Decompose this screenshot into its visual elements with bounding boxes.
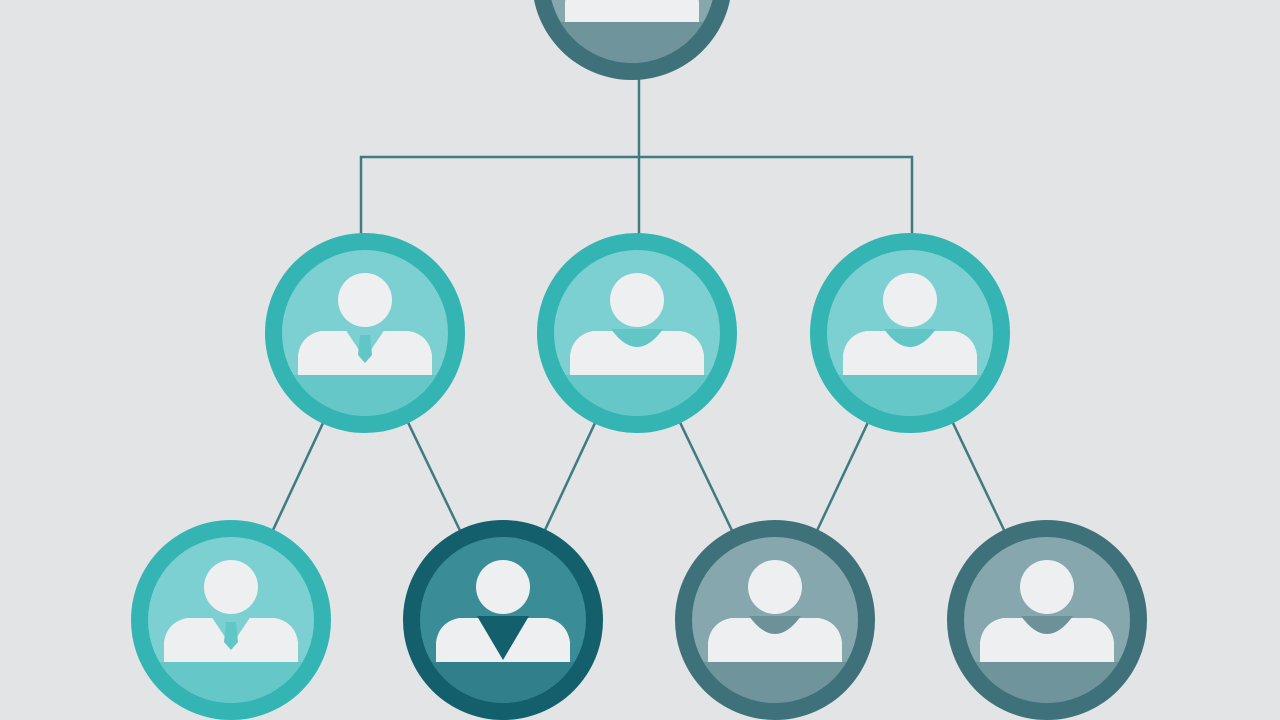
person-node-m2 xyxy=(537,233,737,433)
person-node-b2 xyxy=(403,520,603,720)
person-node-b4 xyxy=(947,520,1147,720)
person-node-b1 xyxy=(131,520,331,720)
connector-m3-to-b3 xyxy=(815,420,870,533)
org-chart-nodes xyxy=(131,0,1147,720)
person-node-b3 xyxy=(675,520,875,720)
connector-lines xyxy=(270,76,1007,534)
connector-m1-to-b2 xyxy=(405,419,463,534)
connector-m1-to-b1 xyxy=(270,420,326,533)
person-node-m1 xyxy=(265,233,465,433)
connector-top-to-middle xyxy=(359,76,914,234)
person-node-top xyxy=(534,0,730,80)
connector-m2-to-b2 xyxy=(542,420,598,533)
connector-m3-to-b4 xyxy=(950,419,1007,534)
connector-m2-to-b3 xyxy=(677,419,735,534)
person-node-m3 xyxy=(810,233,1010,433)
